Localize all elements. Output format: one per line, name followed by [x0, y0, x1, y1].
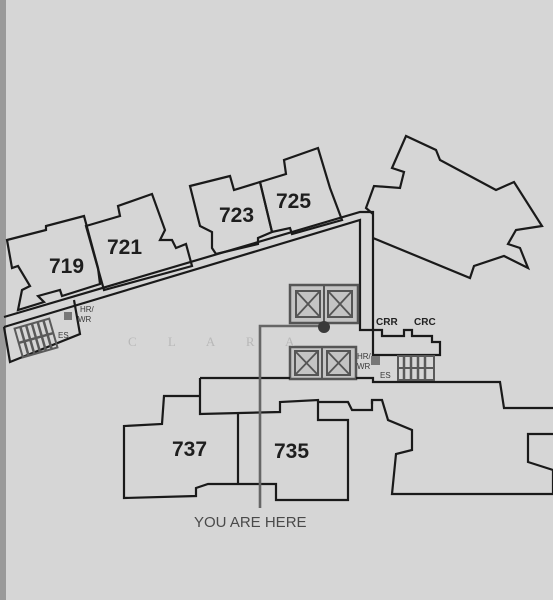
room-721-label: 721	[107, 236, 142, 259]
room-735[interactable]: 735	[274, 440, 309, 463]
south-building	[122, 376, 553, 502]
stairs-icon	[397, 355, 435, 381]
hr-wr-left-icon	[64, 312, 72, 320]
hr-wr-right-line2: WR	[357, 362, 371, 371]
you-are-here-marker	[318, 321, 330, 333]
es-right-label: ES	[380, 371, 391, 380]
watermark-text: C L A R A	[128, 334, 308, 349]
crr-label: CRR	[376, 317, 398, 328]
you-are-here-label: YOU ARE HERE	[194, 514, 307, 531]
es-left-label: ES	[58, 331, 69, 340]
hr-wr-left-line2: WR	[78, 315, 92, 324]
elevator-core	[288, 283, 360, 381]
restroom-block: CRR CRC	[371, 317, 442, 357]
room-721[interactable]: 721	[84, 192, 194, 292]
room-735-label: 735	[274, 440, 309, 463]
room-723[interactable]: 723	[188, 174, 274, 256]
you-are-here-route	[258, 321, 330, 508]
room-737[interactable]: 737	[172, 438, 207, 461]
room-725-label: 725	[276, 190, 311, 213]
room-719[interactable]: 719	[5, 214, 102, 312]
board-edge	[0, 0, 6, 600]
elevator-icon	[295, 290, 353, 318]
hr-wr-right-icon	[371, 356, 380, 365]
room-719-label: 719	[49, 255, 84, 278]
room-723-label: 723	[219, 204, 254, 227]
room-725[interactable]: 725	[258, 146, 344, 236]
east-wing[interactable]	[364, 134, 544, 280]
stairs-icon	[13, 317, 59, 359]
crc-label: CRC	[414, 317, 436, 328]
hr-wr-right-line1: HR/	[357, 352, 372, 361]
room-737-label: 737	[172, 438, 207, 461]
hr-wr-left-line1: HR/	[80, 305, 95, 314]
elevator-icon	[294, 350, 351, 376]
